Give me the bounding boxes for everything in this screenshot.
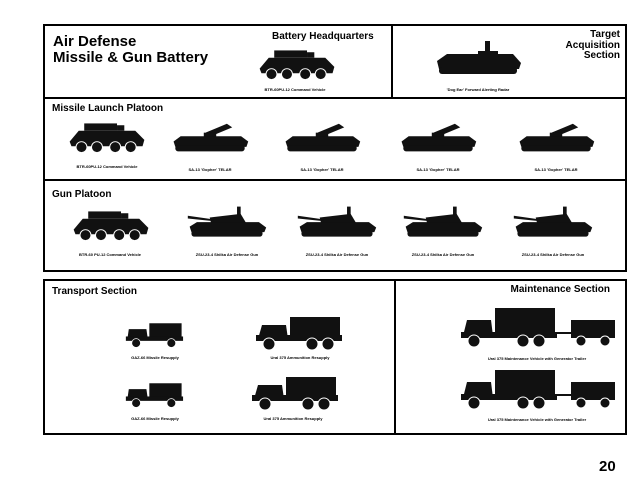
page-number: 20 [599, 458, 616, 475]
btr-command-vehicle-icon [256, 47, 338, 83]
missile-platoon-caption-2: SA-13 'Gopher' TELAR [188, 167, 232, 172]
gun-platoon-heading: Gun Platoon [52, 189, 112, 200]
ural-375-maintenance-vehicle-icon [459, 368, 619, 412]
dog-ear-radar-icon [433, 36, 523, 82]
gun-platoon-caption-1: BTR-60 PU-12 Command Vehicle [78, 252, 142, 257]
maintenance-caption-1: Ural 375 Maintenance Vehicle with Genera… [487, 356, 587, 361]
sa13-telar-icon [398, 118, 478, 158]
zsu-23-4-shilka-icon [186, 202, 268, 244]
sa13-telar-icon [282, 118, 362, 158]
transport-caption-3: GAZ-66 Missile Resupply [131, 416, 179, 421]
page-title: Air Defense Missile & Gun Battery [53, 34, 208, 66]
transport-caption-2: Ural 375 Ammunition Resupply [270, 355, 330, 360]
maintenance-caption-2: Ural 375 Maintenance Vehicle with Genera… [487, 417, 587, 422]
zsu-23-4-shilka-icon [402, 202, 484, 244]
page-title-line1: Air Defense [53, 33, 137, 50]
missile-platoon-caption-4: SA-13 'Gopher' TELAR [416, 167, 460, 172]
gun-platoon-caption-5: ZSU-23-4 Shilka Air Defense Gun [521, 252, 585, 257]
gun-platoon-caption-4: ZSU-23-4 Shilka Air Defense Gun [411, 252, 475, 257]
page-title-line2: Missile & Gun Battery [53, 48, 209, 66]
target-acquisition-caption: 'Dog Ear' Forward Alerting Radar [446, 87, 510, 92]
missile-platoon-heading: Missile Launch Platoon [52, 103, 164, 114]
zsu-23-4-shilka-icon [512, 202, 594, 244]
missile-platoon-caption-3: SA-13 'Gopher' TELAR [300, 167, 344, 172]
sa13-telar-icon [170, 118, 250, 158]
zsu-23-4-shilka-icon [296, 202, 378, 244]
target-acquisition-heading: Target Acquisition Section [520, 29, 620, 62]
gun-platoon-caption-3: ZSU-23-4 Shilka Air Defense Gun [305, 252, 369, 257]
gaz-66-truck-icon [120, 378, 186, 412]
sa13-telar-icon [516, 118, 596, 158]
gun-platoon-caption-2: ZSU-23-4 Shilka Air Defense Gun [195, 252, 259, 257]
battery-hq-caption: BTR-60PU-12 Command Vehicle [264, 87, 326, 92]
gaz-66-truck-icon [120, 318, 186, 352]
missile-platoon-caption-1: BTR-60PU-12 Command Vehicle [76, 164, 138, 169]
maintenance-section-heading: Maintenance Section [510, 284, 610, 295]
gun-platoon-panel [43, 179, 627, 272]
btr-command-vehicle-icon [70, 208, 152, 244]
ural-375-maintenance-vehicle-icon [459, 306, 619, 350]
transport-section-heading: Transport Section [52, 286, 138, 297]
target-acquisition-heading-line2: Acquisition [565, 39, 620, 51]
transport-caption-4: Ural 375 Ammunition Resupply [263, 416, 323, 421]
maintenance-section-panel [394, 279, 627, 435]
target-acquisition-heading-line3: Section [583, 50, 620, 61]
missile-platoon-caption-5: SA-13 'Gopher' TELAR [534, 167, 578, 172]
target-acquisition-heading-line1: Target [590, 29, 620, 40]
ural-375-truck-icon [250, 374, 340, 412]
ural-375-truck-icon [254, 314, 344, 352]
battery-hq-heading: Battery Headquarters [272, 31, 374, 42]
transport-caption-1: GAZ-66 Missile Resupply [131, 355, 179, 360]
btr-command-vehicle-icon [66, 120, 148, 156]
